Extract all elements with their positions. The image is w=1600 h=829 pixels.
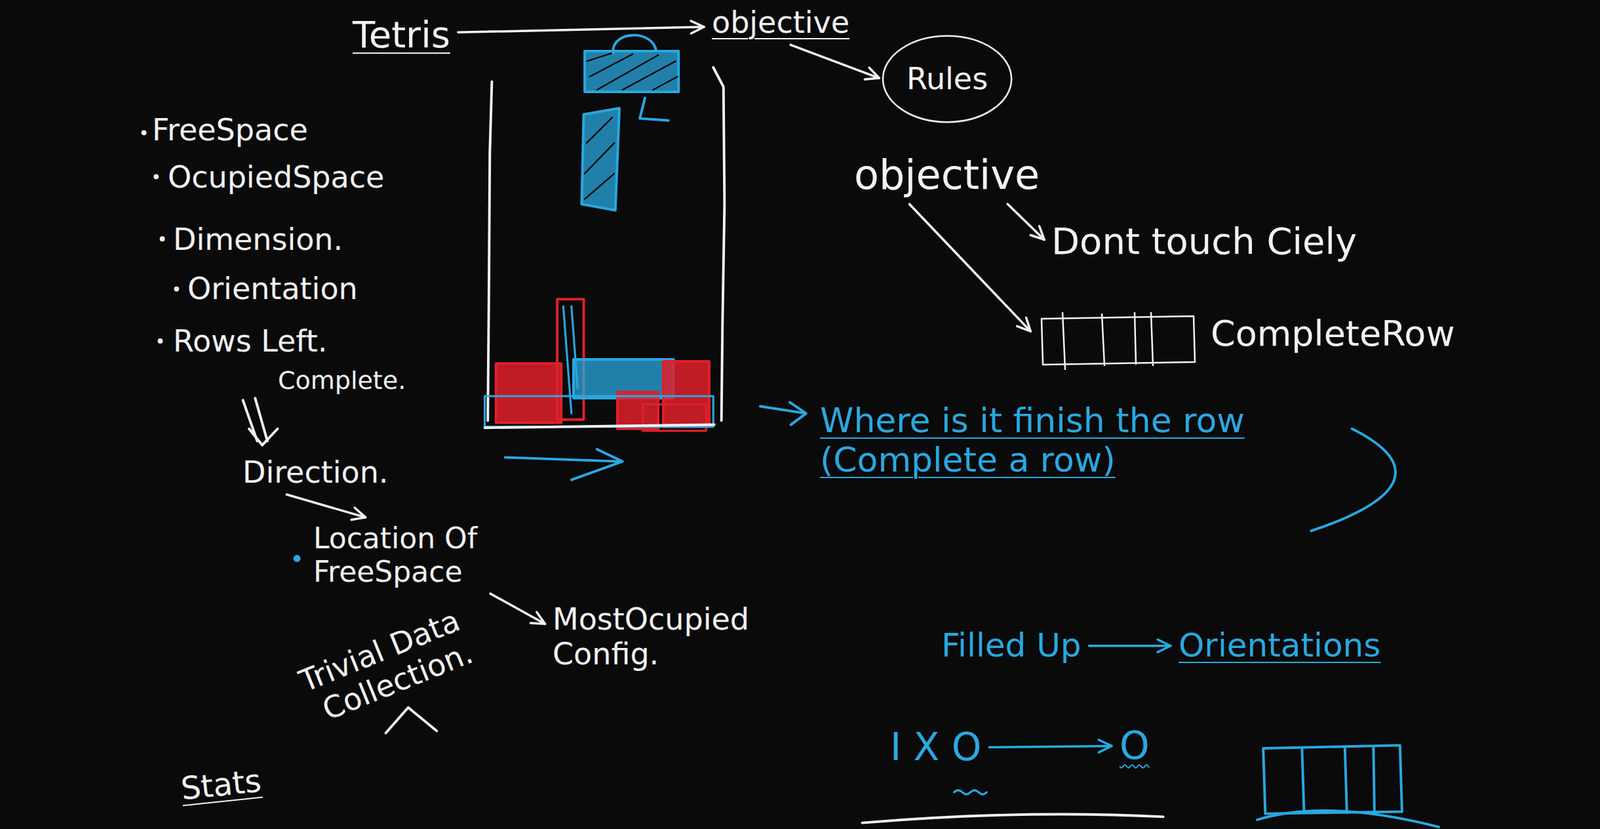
arrow-head — [1098, 739, 1112, 752]
row-sketch — [1036, 305, 1202, 371]
connector-arrow — [490, 593, 545, 624]
text: objective — [711, 5, 850, 40]
text: Where is it finish the row (Complete a r… — [819, 401, 1332, 480]
connector-arrow — [989, 739, 1112, 752]
connector-arrow — [458, 20, 704, 34]
squiggle-underline — [954, 789, 988, 794]
text: Filled Up — [941, 626, 1082, 665]
text: Complete. — [277, 366, 406, 396]
symbol-text: O — [1114, 719, 1155, 772]
connector-arrow — [1007, 203, 1045, 240]
text: O — [1119, 723, 1150, 768]
connector-line — [490, 593, 545, 624]
circled-word: Rules — [881, 34, 1013, 124]
text: Dimension. — [173, 222, 343, 257]
note-text: Orientations — [1173, 622, 1386, 669]
text: I X O — [890, 724, 982, 769]
arrow-head — [690, 20, 704, 34]
text: objective — [854, 151, 1040, 198]
note-label: Orientation — [183, 268, 362, 309]
title-word: Tetris — [347, 9, 456, 60]
connector-line — [286, 494, 366, 518]
connector-arrow — [790, 44, 879, 80]
arrow-head — [530, 611, 546, 624]
heading-word: objective — [848, 147, 1045, 202]
note-label: Where is it finish the row (Complete a r… — [816, 398, 1336, 483]
row-sketch — [1257, 744, 1439, 827]
arrow-head — [864, 67, 879, 80]
connector-line — [1089, 644, 1171, 647]
connector-line — [989, 745, 1112, 747]
note-label: FreeSpace — [148, 110, 313, 151]
note-text: Filled Up — [936, 622, 1087, 669]
bracket-curve — [1310, 428, 1396, 531]
arrow-head — [1157, 639, 1171, 652]
goal-text: Dont touch Ciely — [1046, 216, 1363, 267]
note-label: Stats — [175, 759, 267, 810]
double-arrow — [243, 397, 278, 446]
note-text: Direction. — [237, 450, 394, 494]
caret-mark — [386, 707, 438, 733]
connector-line — [909, 203, 1031, 332]
connector-arrow — [286, 494, 366, 520]
goal-text: CompleteRow — [1032, 302, 1461, 364]
connector-arrow — [1089, 639, 1171, 652]
note-text: MostOcupied Config. — [547, 597, 794, 676]
text: Tetris — [352, 13, 451, 56]
text: Orientations — [1178, 626, 1381, 665]
text: Rows Left. — [173, 323, 328, 359]
note-label: Complete. — [273, 363, 410, 398]
connector-line — [1007, 203, 1045, 240]
connector-line — [790, 44, 879, 79]
text: MostOcupied Config. — [552, 601, 789, 672]
text: CompleteRow — [1210, 313, 1456, 354]
note-label: Trivial Data Collection. — [161, 599, 483, 787]
symbol-text: I X O — [884, 721, 987, 773]
heading-word: objective — [706, 1, 855, 44]
connector-arrow — [909, 203, 1031, 332]
text: Stats — [178, 762, 263, 807]
text: Rules — [906, 61, 988, 97]
text: OcupiedSpace — [167, 159, 385, 195]
text: Dont touch Ciely — [1051, 220, 1357, 263]
text: Location Of FreeSpace — [313, 521, 543, 588]
note-text: Location Of FreeSpace — [308, 517, 548, 592]
arrow-head — [1030, 226, 1045, 240]
text: Trivial Data Collection. — [165, 603, 478, 783]
note-label: OcupiedSpace — [163, 157, 389, 198]
text: Orientation — [187, 271, 358, 307]
curve-line — [861, 814, 1163, 823]
arrow-head — [1017, 317, 1032, 332]
text: Direction. — [242, 454, 389, 490]
text: FreeSpace — [152, 112, 309, 148]
tetris-board — [484, 35, 806, 480]
note-label: Dimension. — [169, 219, 347, 260]
note-label: Rows Left. — [169, 321, 332, 362]
arrow-head — [351, 507, 366, 520]
connector-line — [458, 26, 704, 33]
